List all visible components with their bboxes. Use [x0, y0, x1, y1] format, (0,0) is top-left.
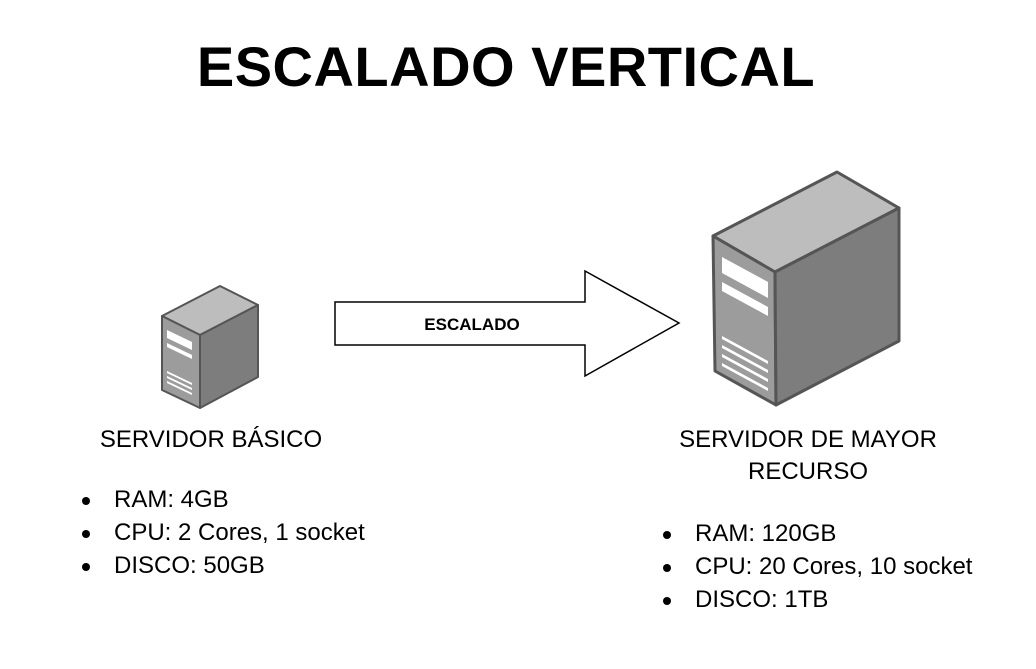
large-server-label: SERVIDOR DE MAYOR RECURSO — [648, 424, 968, 488]
basic-server-label: SERVIDOR BÁSICO — [99, 426, 323, 453]
arrow-label: ESCALADO — [424, 315, 519, 334]
diagram-title: ESCALADO VERTICAL — [196, 35, 816, 98]
large-spec-ram: RAM: 120GB — [663, 517, 972, 550]
large-spec-cpu: CPU: 20 Cores, 10 socket — [663, 550, 972, 583]
small-server-icon — [161, 285, 259, 409]
basic-spec-disk: DISCO: 50GB — [82, 549, 365, 582]
basic-server-specs: RAM: 4GB CPU: 2 Cores, 1 socket DISCO: 5… — [82, 483, 365, 582]
large-server-label-line1: SERVIDOR DE MAYOR — [679, 426, 937, 453]
basic-spec-ram: RAM: 4GB — [82, 483, 365, 516]
basic-spec-cpu: CPU: 2 Cores, 1 socket — [82, 516, 365, 549]
large-server-label-line2: RECURSO — [747, 458, 868, 485]
large-spec-disk: DISCO: 1TB — [663, 583, 972, 616]
scale-arrow-icon: ESCALADO — [334, 269, 681, 378]
large-server-specs: RAM: 120GB CPU: 20 Cores, 10 socket DISC… — [663, 517, 972, 616]
large-server-icon — [711, 170, 901, 407]
